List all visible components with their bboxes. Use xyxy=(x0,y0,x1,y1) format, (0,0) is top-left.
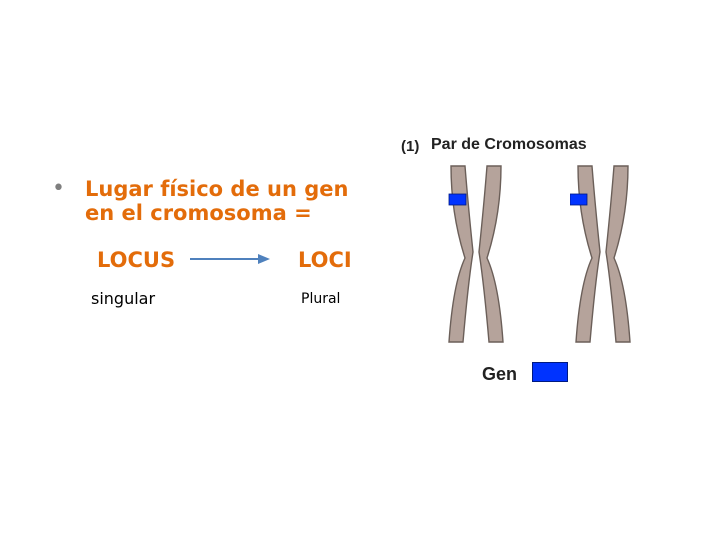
chromosome-right xyxy=(570,165,631,343)
figure-number: (1) xyxy=(401,138,420,155)
right-arrow-icon xyxy=(190,254,270,264)
bullet-text: Lugar físico de un gen en el cromosoma = xyxy=(85,177,348,225)
term-plural: LOCI xyxy=(298,248,352,272)
chromosome-left xyxy=(448,165,504,343)
bullet-text-line1: Lugar físico de un gen xyxy=(85,177,349,201)
bullet-dot: • xyxy=(52,176,65,201)
caption-singular: singular xyxy=(91,289,156,308)
gene-marker xyxy=(570,193,588,206)
bullet-text-line2: en el cromosoma = xyxy=(85,201,312,225)
caption-plural: Plural xyxy=(301,291,341,307)
term-singular: LOCUS xyxy=(97,248,176,272)
gene-marker xyxy=(448,193,467,206)
gene-swatch xyxy=(532,362,568,382)
gene-label: Gen xyxy=(482,364,518,384)
figure-title: Par de Cromosomas xyxy=(431,136,587,153)
chromosome-figure: (1) Par de Cromosomas Gen xyxy=(395,130,631,390)
